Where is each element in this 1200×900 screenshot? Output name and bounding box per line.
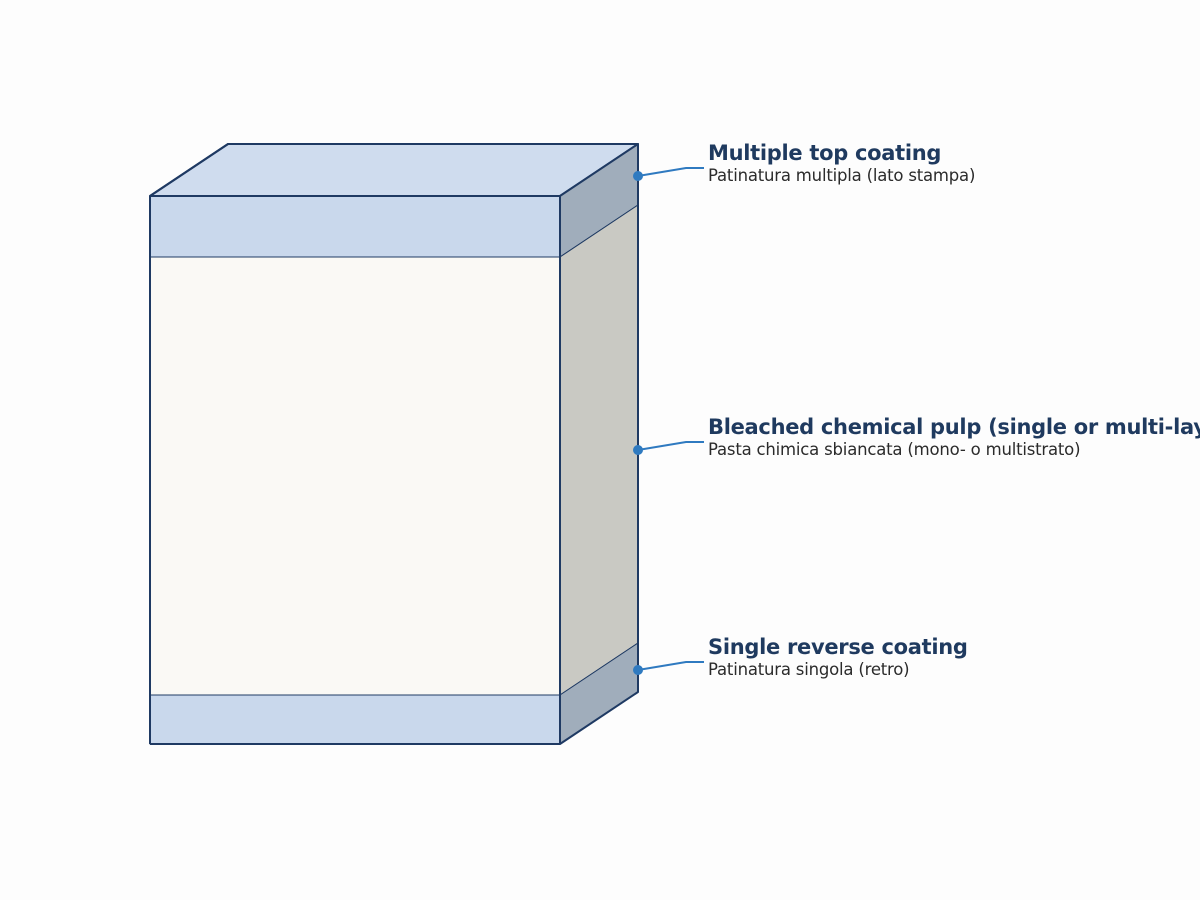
leader-reverse	[633, 661, 704, 675]
front-reverse-coating-layer	[149, 694, 561, 745]
label-subtitle: Patinatura multipla (lato stampa)	[708, 166, 976, 185]
leader-dot-top	[633, 171, 643, 181]
label-subtitle: Patinatura singola (retro)	[708, 660, 910, 679]
label-pulp: Bleached chemical pulp (single or multi-…	[708, 415, 1200, 461]
leader-line-pulp	[637, 441, 704, 451]
leader-dot-reverse	[633, 665, 643, 675]
leader-pulp	[633, 441, 704, 455]
side-pulp-band	[559, 204, 639, 696]
leader-dot-pulp	[633, 445, 643, 455]
label-title: Bleached chemical pulp (single or multi-…	[708, 415, 1200, 439]
leader-line-reverse	[637, 661, 704, 671]
leader-top	[633, 167, 704, 181]
label-subtitle: Pasta chimica sbiancata (mono- o multist…	[708, 440, 1081, 459]
label-reverse-coating: Single reverse coating Patinatura singol…	[708, 635, 968, 681]
label-title: Single reverse coating	[708, 635, 968, 659]
top-face	[149, 143, 639, 197]
front-pulp-layer	[149, 256, 561, 696]
label-top-coating: Multiple top coating Patinatura multipla…	[708, 141, 975, 187]
label-title: Multiple top coating	[708, 141, 942, 165]
leader-line-top	[637, 167, 704, 177]
front-top-coating-layer	[149, 195, 561, 258]
